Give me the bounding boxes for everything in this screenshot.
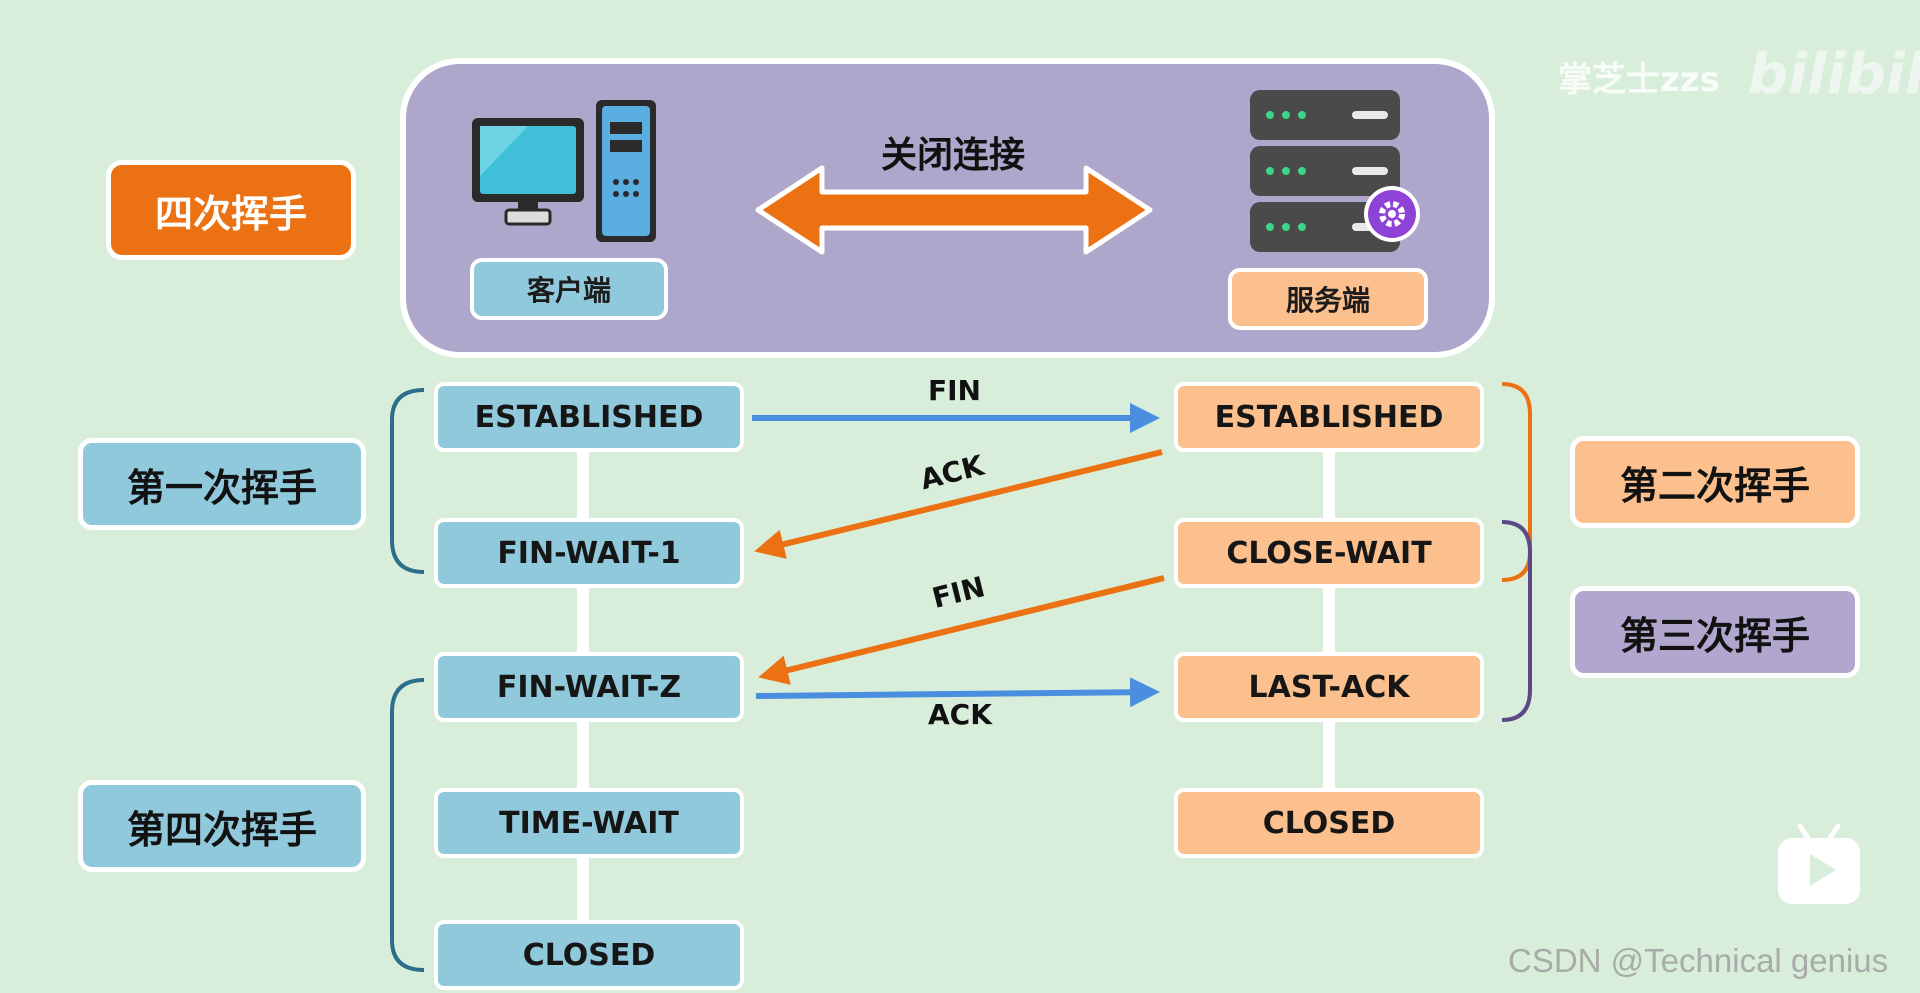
double-arrow-icon [755, 165, 1153, 255]
third-step-bracket [1501, 520, 1532, 722]
site-watermark: bilibili [1748, 42, 1920, 107]
credit-watermark: CSDN @Technical genius [1508, 942, 1889, 979]
ack-arrow-2 [755, 677, 1160, 708]
fourth-step-bracket [390, 678, 425, 972]
page-title: 四次挥手 [106, 160, 356, 260]
step-second-tag: 第二次挥手 [1570, 436, 1860, 528]
step-first-tag: 第一次挥手 [78, 438, 366, 530]
message-fin-1: FIN [928, 374, 981, 407]
client-state-established: ESTABLISHED [434, 382, 744, 452]
fin-arrow-2 [758, 575, 1165, 685]
second-step-bracket [1501, 382, 1532, 582]
close-connection-label: 关闭连接 [880, 135, 1025, 176]
server-state-established: ESTABLISHED [1174, 382, 1484, 452]
client-state-time-wait: TIME-WAIT [434, 788, 744, 858]
client-state-fin-wait-1: FIN-WAIT-1 [434, 518, 744, 588]
ack-arrow-1 [754, 449, 1163, 559]
message-ack-2: ACK [928, 698, 992, 731]
channel-watermark: 掌芝士zzs [1558, 60, 1720, 100]
server-state-close-wait: CLOSE-WAIT [1174, 518, 1484, 588]
server-label: 服务端 [1228, 268, 1428, 330]
step-third-tag: 第三次挥手 [1570, 586, 1860, 678]
server-icon [1250, 90, 1420, 252]
client-state-fin-wait-2: FIN-WAIT-Z [434, 652, 744, 722]
server-state-closed: CLOSED [1174, 788, 1484, 858]
client-label: 客户端 [470, 258, 668, 320]
first-step-bracket [390, 388, 425, 574]
step-fourth-tag: 第四次挥手 [78, 780, 366, 872]
play-icon[interactable] [1774, 822, 1864, 908]
client-state-closed: CLOSED [434, 920, 744, 990]
computer-icon [472, 100, 656, 242]
server-state-last-ack: LAST-ACK [1174, 652, 1484, 722]
